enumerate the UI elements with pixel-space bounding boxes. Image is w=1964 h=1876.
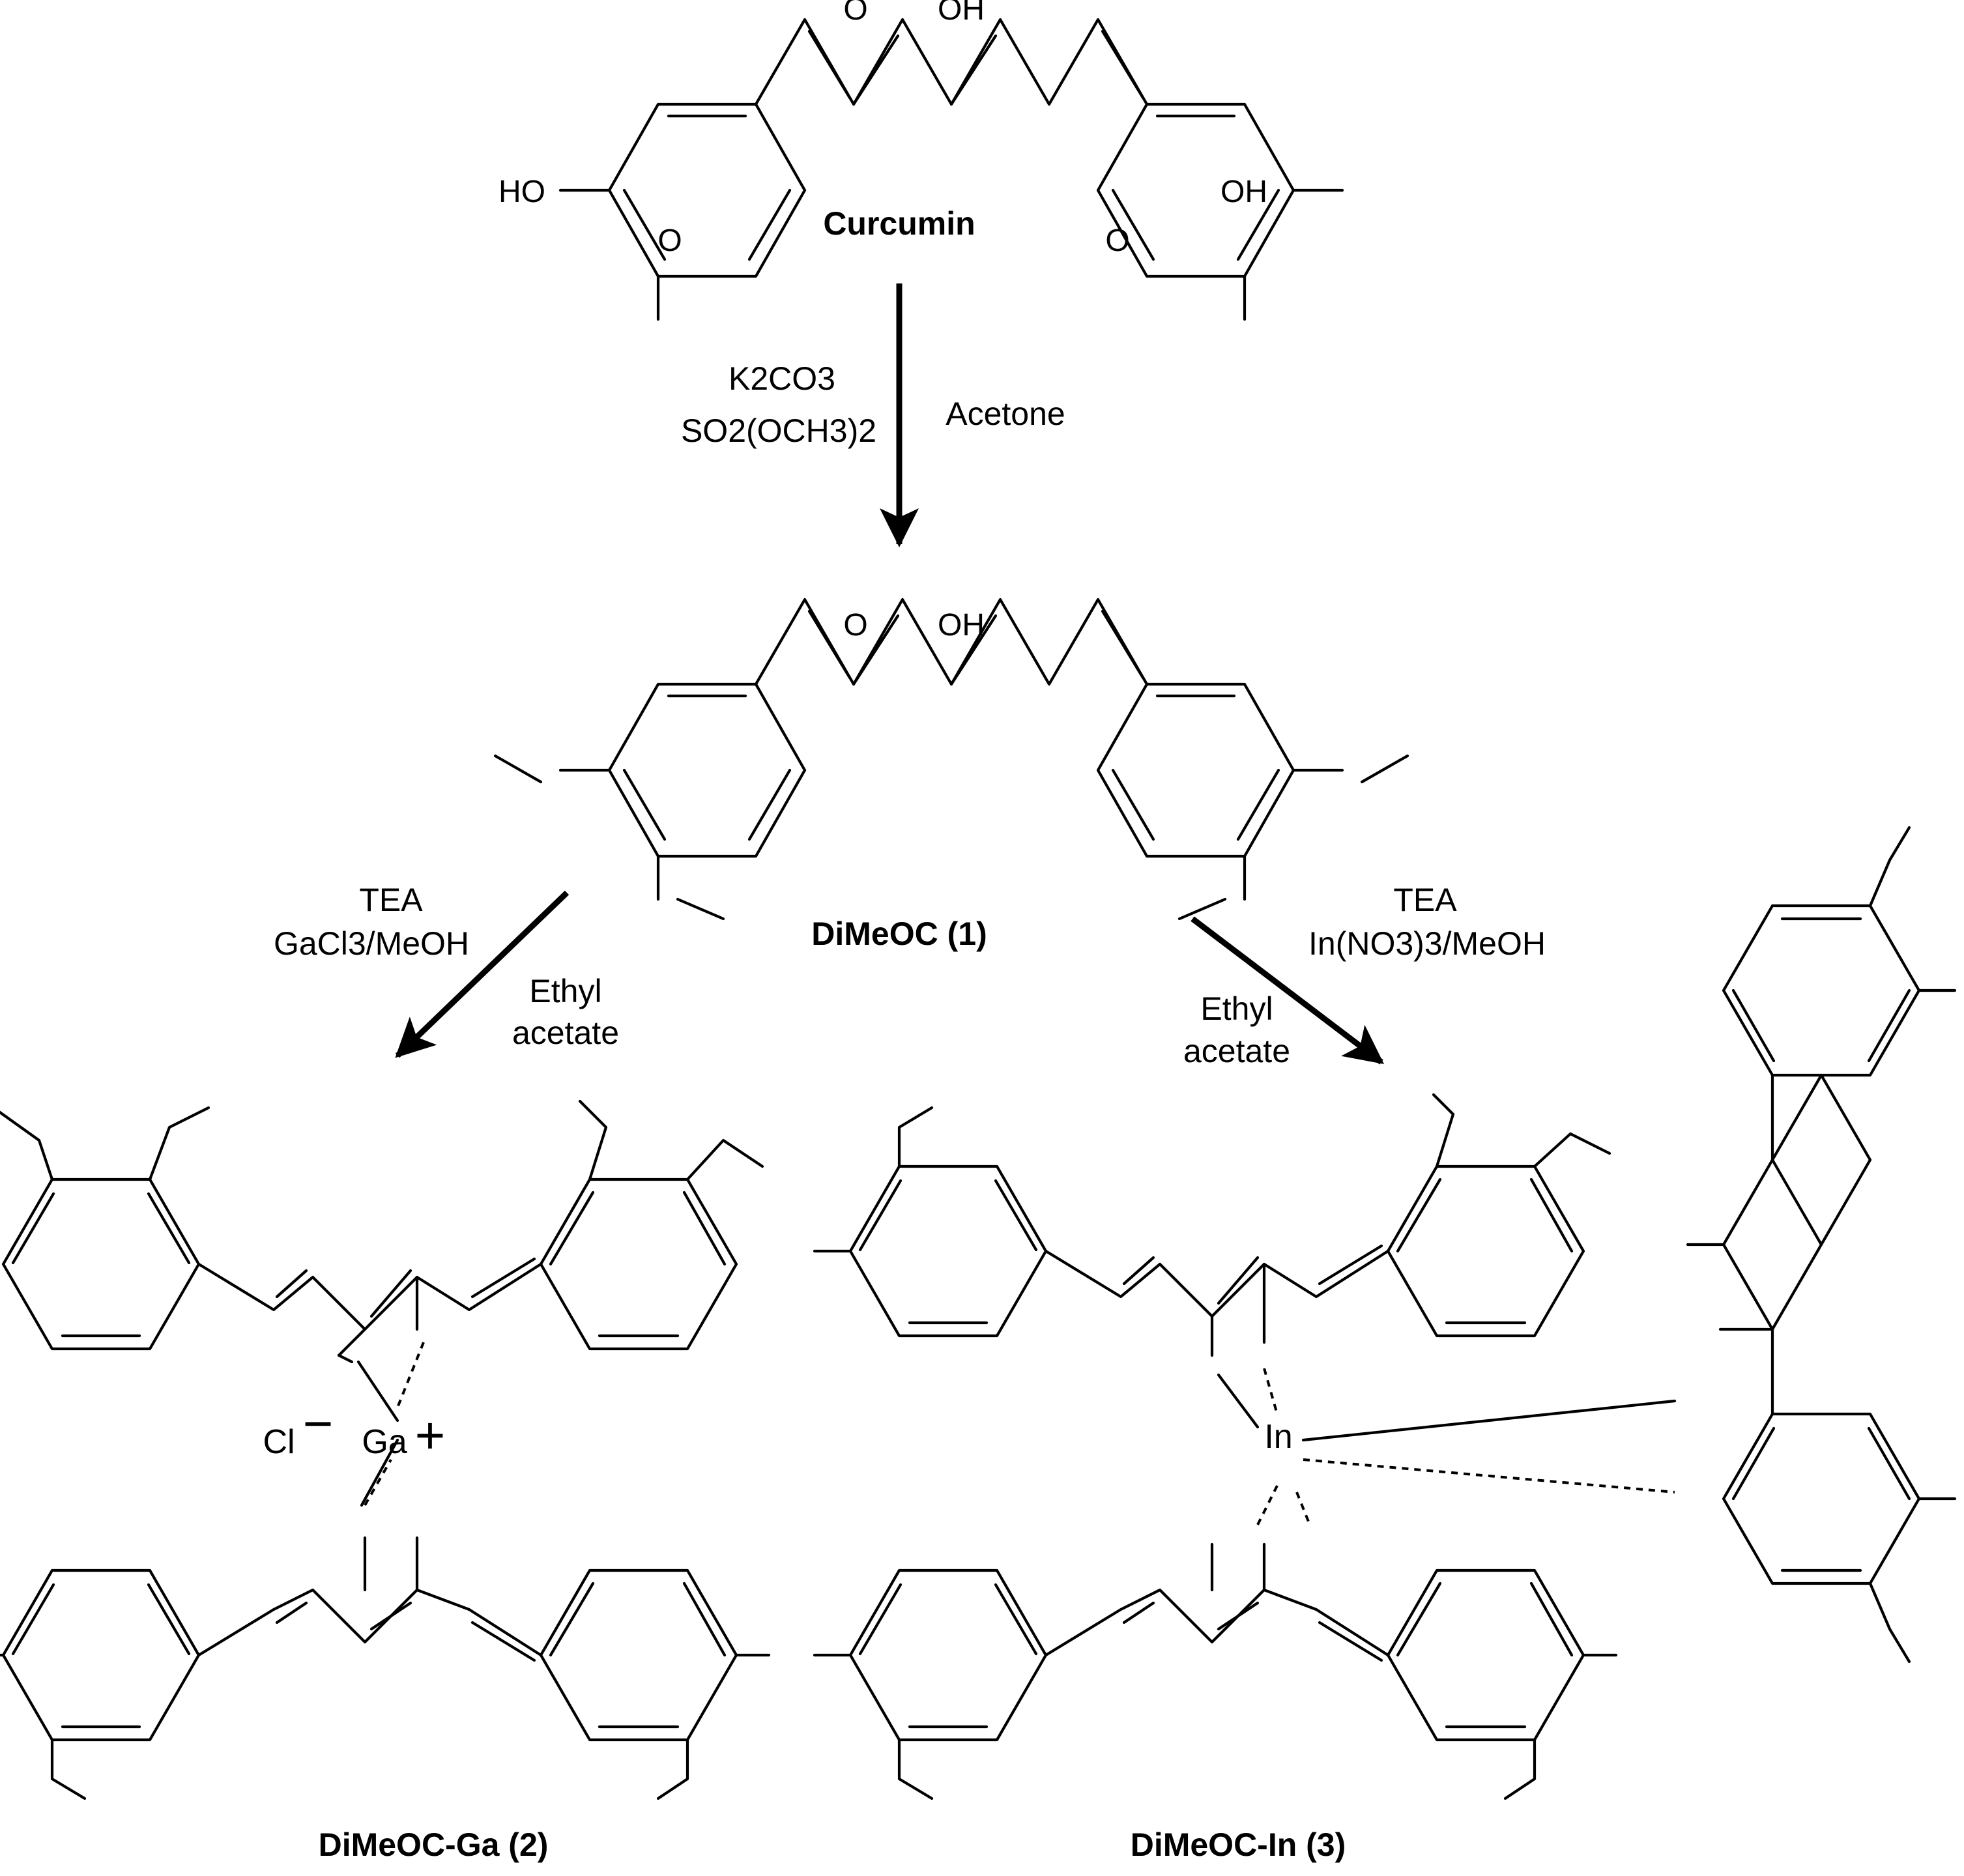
dimeoc-structure (493, 598, 1409, 921)
step1-solvent: Acetone (946, 396, 1065, 432)
atom-labels: O OH HO O OH O O OH (498, 0, 1267, 642)
in-complex-caption: DiMeOC-In (3) (1131, 1826, 1346, 1863)
reaction-arrows (395, 283, 1384, 1065)
ga-plus-charge: + (415, 1406, 446, 1464)
ga-complex-structure (0, 1099, 771, 1800)
atom-ho-curcumin-left: HO (498, 175, 545, 209)
cl-minus-charge: − (303, 1394, 334, 1452)
atom-o-curcumin-methoxy-left: O (657, 224, 682, 258)
step2-ga-solvent-line2: acetate (512, 1015, 619, 1051)
in-center: In (1264, 1418, 1292, 1456)
atom-oh-curcumin-enol: OH (938, 0, 985, 27)
step2-ga-reagent-tea: TEA (359, 882, 423, 918)
atom-oh-curcumin-right: OH (1220, 175, 1267, 209)
atom-o-dimeoc-keto: O (843, 608, 867, 642)
step2-ga-conditions: TEA GaCl3/MeOH Ethyl acetate (274, 882, 619, 1051)
step2-in-conditions: TEA In(NO3)3/MeOH Ethyl acetate (1183, 882, 1546, 1069)
step2-in-reagent-indium-nitrate: In(NO3)3/MeOH (1308, 925, 1546, 962)
arrow-step2-ga (395, 890, 570, 1058)
step1-reagent-k2co3: K2CO3 (729, 360, 835, 397)
atom-oh-dimeoc-enol: OH (938, 608, 985, 642)
curcumin-structure (558, 18, 1344, 321)
step1-conditions: K2CO3 SO2(OCH3)2 Acetone (681, 360, 1065, 449)
atom-o-curcumin-methoxy-right: O (1105, 224, 1129, 258)
dimeoc-caption: DiMeOC (1) (811, 916, 987, 952)
atom-ga: Ga (362, 1423, 407, 1461)
step2-ga-solvent-line1: Ethyl (529, 973, 601, 1009)
step2-in-solvent-line1: Ethyl (1200, 990, 1273, 1027)
ga-complex-caption: DiMeOC-Ga (2) (319, 1826, 549, 1863)
atom-o-curcumin-keto: O (843, 0, 867, 27)
step2-in-solvent-line2: acetate (1183, 1033, 1290, 1069)
curcumin-caption: Curcumin (823, 205, 975, 242)
step1-reagent-dimethyl-sulfate: SO2(OCH3)2 (681, 412, 876, 449)
atom-in: In (1264, 1418, 1292, 1456)
atom-cl: Cl (263, 1423, 295, 1461)
step2-ga-reagent-gacl3: GaCl3/MeOH (274, 925, 469, 962)
step2-in-reagent-tea: TEA (1393, 882, 1457, 918)
in-complex-structure (813, 826, 1957, 1800)
ga-center: Ga + Cl − (263, 1394, 445, 1464)
arrow-step2-in (1191, 916, 1384, 1065)
